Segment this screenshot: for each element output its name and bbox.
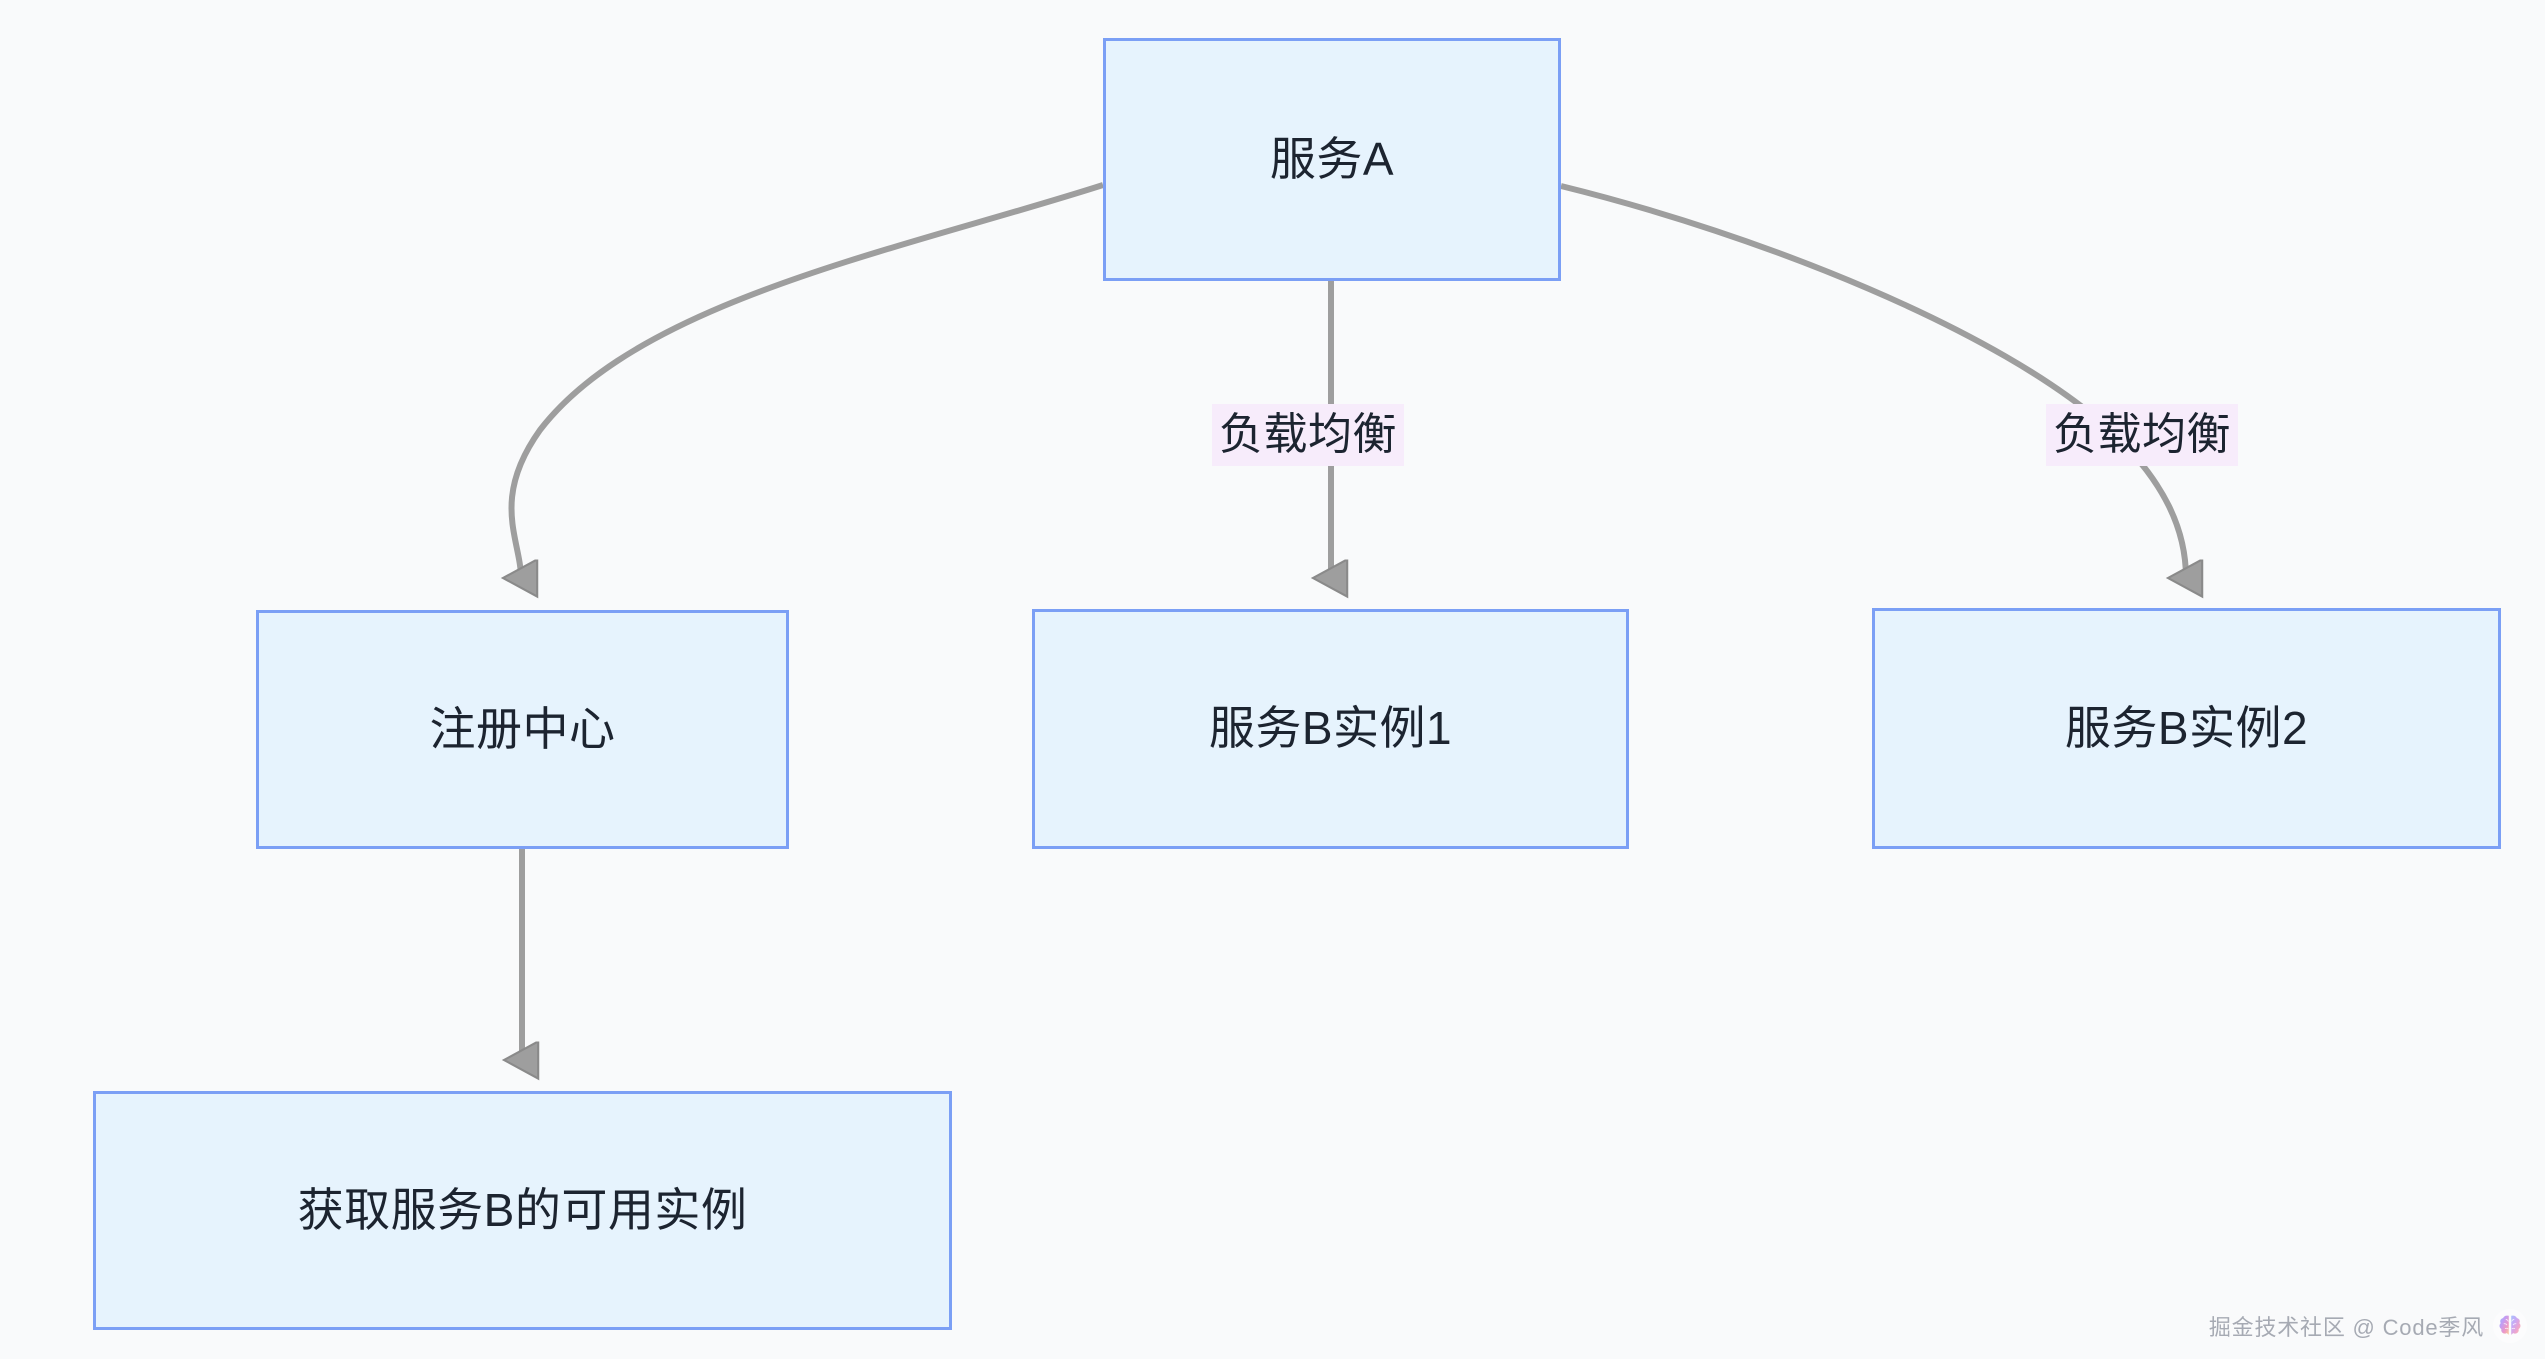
node-fetch-instances-label: 获取服务B的可用实例 [297, 1183, 748, 1236]
node-service-b1-label: 服务B实例1 [1208, 702, 1453, 755]
node-service-b1[interactable]: 服务B实例1 [1032, 609, 1629, 849]
edge-label-load-balance-2: 负载均衡 [2046, 404, 2238, 467]
edge-service-a-to-registry [512, 182, 1104, 578]
node-service-b2-label: 服务B实例2 [2064, 701, 2309, 754]
watermark: 掘金技术社区 @ Code季风 [2209, 1309, 2527, 1343]
watermark-text: 掘金技术社区 @ Code季风 [2208, 1315, 2484, 1340]
node-fetch-instances[interactable]: 获取服务B的可用实例 [93, 1091, 952, 1330]
edge-service-a-to-service-b2 [1560, 183, 2186, 578]
node-service-a-label: 服务A [1269, 132, 1395, 185]
node-service-a[interactable]: 服务A [1103, 38, 1561, 281]
node-service-b2[interactable]: 服务B实例2 [1872, 608, 2501, 849]
node-registry-label: 注册中心 [429, 702, 616, 755]
edge-label-load-balance-1: 负载均衡 [1212, 404, 1404, 467]
node-registry[interactable]: 注册中心 [256, 610, 789, 849]
brain-icon [2493, 1309, 2527, 1343]
